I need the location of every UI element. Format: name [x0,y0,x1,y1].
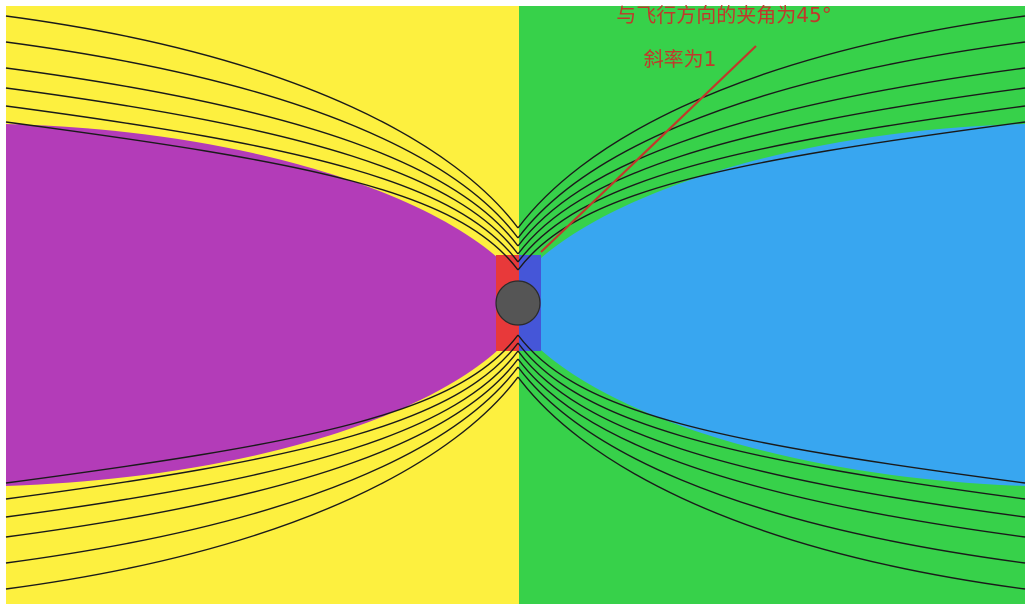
field-line-upper-right [517,105,1026,263]
field-line-lower-left [5,366,519,564]
annotation-pointer-line [540,45,757,253]
field-line-upper-left [5,121,519,271]
field-lines [5,15,1026,590]
angle-label: 与飞行方向的夹角为45° [616,3,831,27]
field-line-lower-right [517,376,1026,590]
field-line-upper-left [5,67,519,247]
field-line-upper-left [5,41,519,239]
field-line-upper-left [5,87,519,255]
field-line-upper-right [517,87,1026,255]
field-line-lower-right [517,334,1026,484]
field-line-upper-right [517,67,1026,247]
field-line-lower-right [517,366,1026,564]
field-line-lower-left [5,376,519,590]
left-core-region [6,124,498,486]
field-line-upper-left [5,105,519,263]
field-line-upper-right [517,41,1026,239]
field-line-upper-left [5,15,519,229]
field-line-lower-right [517,350,1026,518]
slope-label: 斜率为1 [644,47,717,71]
field-line-lower-right [517,358,1026,538]
field-line-lower-left [5,342,519,500]
field-line-lower-right [517,342,1026,500]
field-line-upper-right [517,121,1026,271]
right-core-region [541,124,1025,486]
central-body-icon [495,280,541,326]
field-line-lower-left [5,358,519,538]
field-line-upper-right [517,15,1026,229]
field-line-lower-left [5,334,519,484]
field-line-lower-left [5,350,519,518]
